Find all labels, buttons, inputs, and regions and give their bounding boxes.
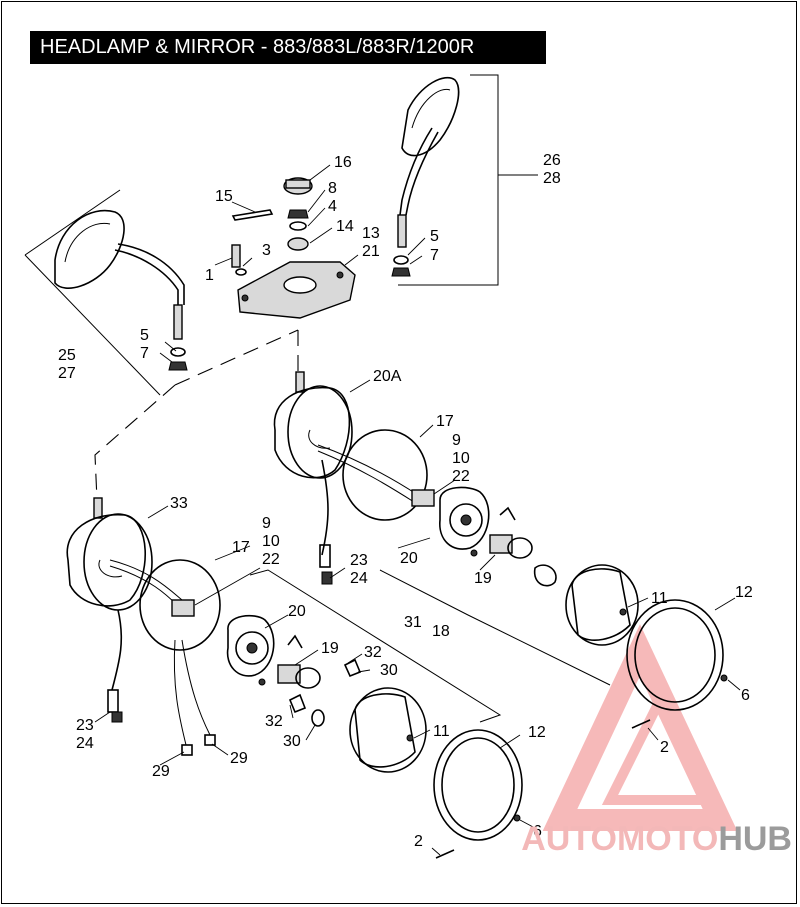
bracket-hardware bbox=[231, 177, 313, 276]
label-6-lower: 6 bbox=[533, 823, 542, 840]
label-1: 1 bbox=[205, 267, 214, 284]
label-10-upper: 10 bbox=[452, 450, 470, 467]
watermark-part-moto: MOTO bbox=[616, 820, 719, 858]
lower-harness-ring bbox=[139, 559, 221, 651]
upper-bulb bbox=[489, 506, 557, 587]
label-18: 18 bbox=[432, 623, 450, 640]
lower-trim-screw bbox=[435, 849, 455, 859]
label-6-upper: 6 bbox=[741, 687, 750, 704]
label-25: 25 bbox=[58, 347, 76, 364]
label-23-upper: 23 bbox=[350, 552, 368, 569]
label-19-lower: 19 bbox=[321, 640, 339, 657]
label-7-right: 7 bbox=[430, 247, 439, 264]
label-12-lower: 12 bbox=[528, 724, 546, 741]
upper-harness-wires bbox=[317, 444, 435, 507]
left-mirror bbox=[54, 209, 188, 371]
bracket-18 bbox=[379, 569, 611, 686]
label-19-upper: 19 bbox=[474, 570, 492, 587]
label-32-upper: 32 bbox=[364, 644, 382, 661]
upper-lens bbox=[565, 564, 639, 646]
label-7-left: 7 bbox=[140, 345, 149, 362]
label-22-upper: 22 bbox=[452, 468, 470, 485]
right-mirror bbox=[391, 76, 460, 277]
label-16: 16 bbox=[334, 154, 352, 171]
dash-link-left bbox=[94, 384, 176, 501]
label-31: 31 bbox=[404, 614, 422, 631]
label-33: 33 bbox=[170, 495, 188, 512]
upper-trim-nut bbox=[720, 674, 728, 682]
lower-headlamp-housing bbox=[66, 497, 153, 723]
label-17-upper: 17 bbox=[436, 413, 454, 430]
lower-trim-ring bbox=[433, 729, 523, 841]
label-29-right: 29 bbox=[230, 750, 248, 767]
label-2-upper: 2 bbox=[660, 739, 669, 756]
label-15: 15 bbox=[215, 188, 233, 205]
label-9-lower: 9 bbox=[262, 515, 271, 532]
lower-bulb bbox=[277, 634, 362, 727]
label-30-lower: 30 bbox=[283, 733, 301, 750]
label-20A: 20A bbox=[373, 368, 402, 385]
label-22-lower: 22 bbox=[262, 551, 280, 568]
label-4: 4 bbox=[328, 198, 337, 215]
lower-lens bbox=[349, 687, 427, 773]
label-20-lower: 20 bbox=[288, 603, 306, 620]
label-3: 3 bbox=[262, 242, 271, 259]
bracket-25-top bbox=[24, 189, 121, 256]
label-11-upper: 11 bbox=[651, 590, 668, 607]
watermark-text: AUTOMOTOHUB bbox=[521, 820, 792, 859]
headlamp-bracket bbox=[237, 261, 356, 319]
label-28: 28 bbox=[543, 170, 561, 187]
diagram-title: HEADLAMP & MIRROR - 883/883L/883R/1200R bbox=[30, 31, 546, 64]
label-10-lower: 10 bbox=[262, 533, 280, 550]
label-23-lower: 23 bbox=[76, 717, 94, 734]
label-9-upper: 9 bbox=[452, 432, 461, 449]
lower-harness-wires bbox=[109, 559, 216, 756]
label-13: 13 bbox=[362, 225, 380, 242]
label-21: 21 bbox=[362, 243, 380, 260]
label-26: 26 bbox=[543, 152, 561, 169]
upper-harness-ring bbox=[342, 429, 428, 521]
leader-lines bbox=[94, 164, 741, 856]
label-27: 27 bbox=[58, 365, 76, 382]
label-17-lower: 17 bbox=[232, 539, 250, 556]
watermark-logo-icon bbox=[542, 624, 738, 831]
label-2-lower: 2 bbox=[414, 833, 423, 850]
callout-labels: 1 3 16 8 4 14 15 13 21 5 7 25 27 26 28 5… bbox=[58, 152, 753, 850]
label-24-lower: 24 bbox=[76, 735, 94, 752]
label-24-upper: 24 bbox=[350, 570, 368, 587]
watermark-part-hub: HUB bbox=[718, 820, 792, 858]
label-12-upper: 12 bbox=[735, 584, 753, 601]
label-11-lower: 11 bbox=[433, 723, 450, 740]
label-5-right: 5 bbox=[430, 228, 439, 245]
lower-lamp-socket bbox=[226, 614, 275, 686]
upper-trim-ring bbox=[626, 599, 724, 711]
upper-headlamp-housing bbox=[273, 371, 353, 585]
bracket-25-side bbox=[24, 254, 161, 396]
label-30-upper: 30 bbox=[380, 662, 398, 679]
upper-trim-screw bbox=[631, 719, 651, 729]
label-29-left: 29 bbox=[152, 763, 170, 780]
dash-link-mid bbox=[174, 329, 299, 386]
label-14: 14 bbox=[336, 218, 354, 235]
label-8: 8 bbox=[328, 180, 337, 197]
lower-trim-nut bbox=[513, 814, 521, 822]
label-5-left: 5 bbox=[140, 327, 149, 344]
bracket-26 bbox=[398, 74, 499, 286]
bracket-31 bbox=[249, 569, 502, 723]
label-20-upper: 20 bbox=[400, 550, 418, 567]
label-32-lower: 32 bbox=[265, 713, 283, 730]
upper-lamp-socket bbox=[439, 486, 490, 557]
watermark-part-auto: AUTO bbox=[521, 820, 617, 858]
